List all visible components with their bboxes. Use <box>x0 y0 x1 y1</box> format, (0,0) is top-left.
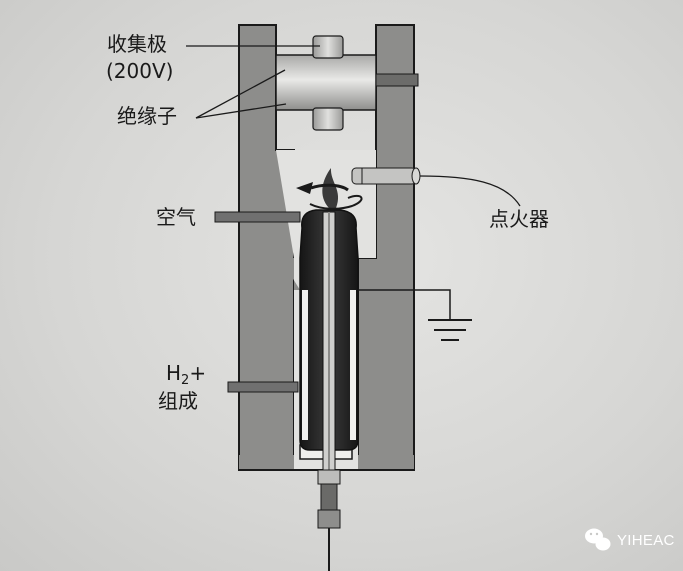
igniter-label: 点火器 <box>489 207 549 231</box>
flame-jet <box>299 209 359 478</box>
air-inlet-pipe <box>214 211 301 223</box>
insulator-block <box>275 35 419 131</box>
h2-plus: + <box>189 361 207 385</box>
flame <box>296 168 363 210</box>
h2-composition-label: 组成 <box>158 389 198 413</box>
air-label: 空气 <box>156 205 196 229</box>
h2-symbol: H <box>166 361 182 385</box>
insulator-label: 绝缘子 <box>117 104 177 128</box>
wechat-icon <box>585 528 611 551</box>
collector-voltage-label: (200V) <box>106 59 174 83</box>
leader-lines <box>186 45 521 207</box>
ground-symbol <box>358 289 472 341</box>
watermark-text: YIHEAC <box>617 532 675 549</box>
h2-label: H2+ <box>166 362 206 388</box>
h2-subscript: 2 <box>181 373 190 388</box>
collector-label: 收集极 <box>107 32 167 56</box>
h2-inlet-pipe <box>227 381 299 393</box>
igniter-plug <box>351 167 421 185</box>
capillary-fitting <box>317 469 341 571</box>
